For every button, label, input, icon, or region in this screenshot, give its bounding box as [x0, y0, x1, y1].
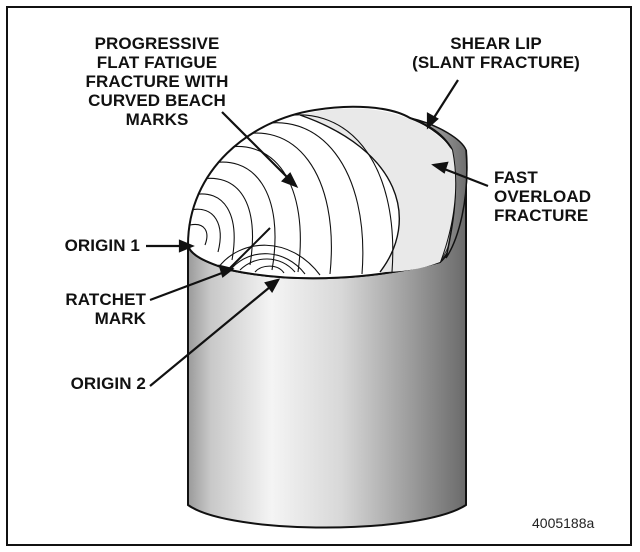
label-progressive-line4: CURVED BEACH: [62, 91, 252, 110]
label-origin1: ORIGIN 1: [20, 236, 140, 255]
label-origin1-text: ORIGIN 1: [20, 236, 140, 255]
label-fast-overload-line1: FAST: [494, 168, 624, 187]
label-origin2-text: ORIGIN 2: [20, 374, 146, 393]
label-fast-overload-line3: FRACTURE: [494, 206, 624, 225]
label-ratchet-line2: MARK: [20, 309, 146, 328]
label-fast-overload-line2: OVERLOAD: [494, 187, 624, 206]
label-ratchet-line1: RATCHET: [20, 290, 146, 309]
label-progressive-line5: MARKS: [62, 110, 252, 129]
label-shear-lip: SHEAR LIP (SLANT FRACTURE): [396, 34, 596, 72]
fracture-face: [188, 107, 455, 279]
label-shear-lip-line1: SHEAR LIP: [396, 34, 596, 53]
label-progressive-line3: FRACTURE WITH: [62, 72, 252, 91]
label-progressive-line1: PROGRESSIVE: [62, 34, 252, 53]
figure-code: 4005188a: [532, 515, 594, 531]
label-progressive: PROGRESSIVE FLAT FATIGUE FRACTURE WITH C…: [62, 34, 252, 129]
label-fast-overload: FAST OVERLOAD FRACTURE: [494, 168, 624, 225]
label-origin2: ORIGIN 2: [20, 374, 146, 393]
label-ratchet: RATCHET MARK: [20, 290, 146, 328]
label-progressive-line2: FLAT FATIGUE: [62, 53, 252, 72]
label-shear-lip-line2: (SLANT FRACTURE): [396, 53, 596, 72]
